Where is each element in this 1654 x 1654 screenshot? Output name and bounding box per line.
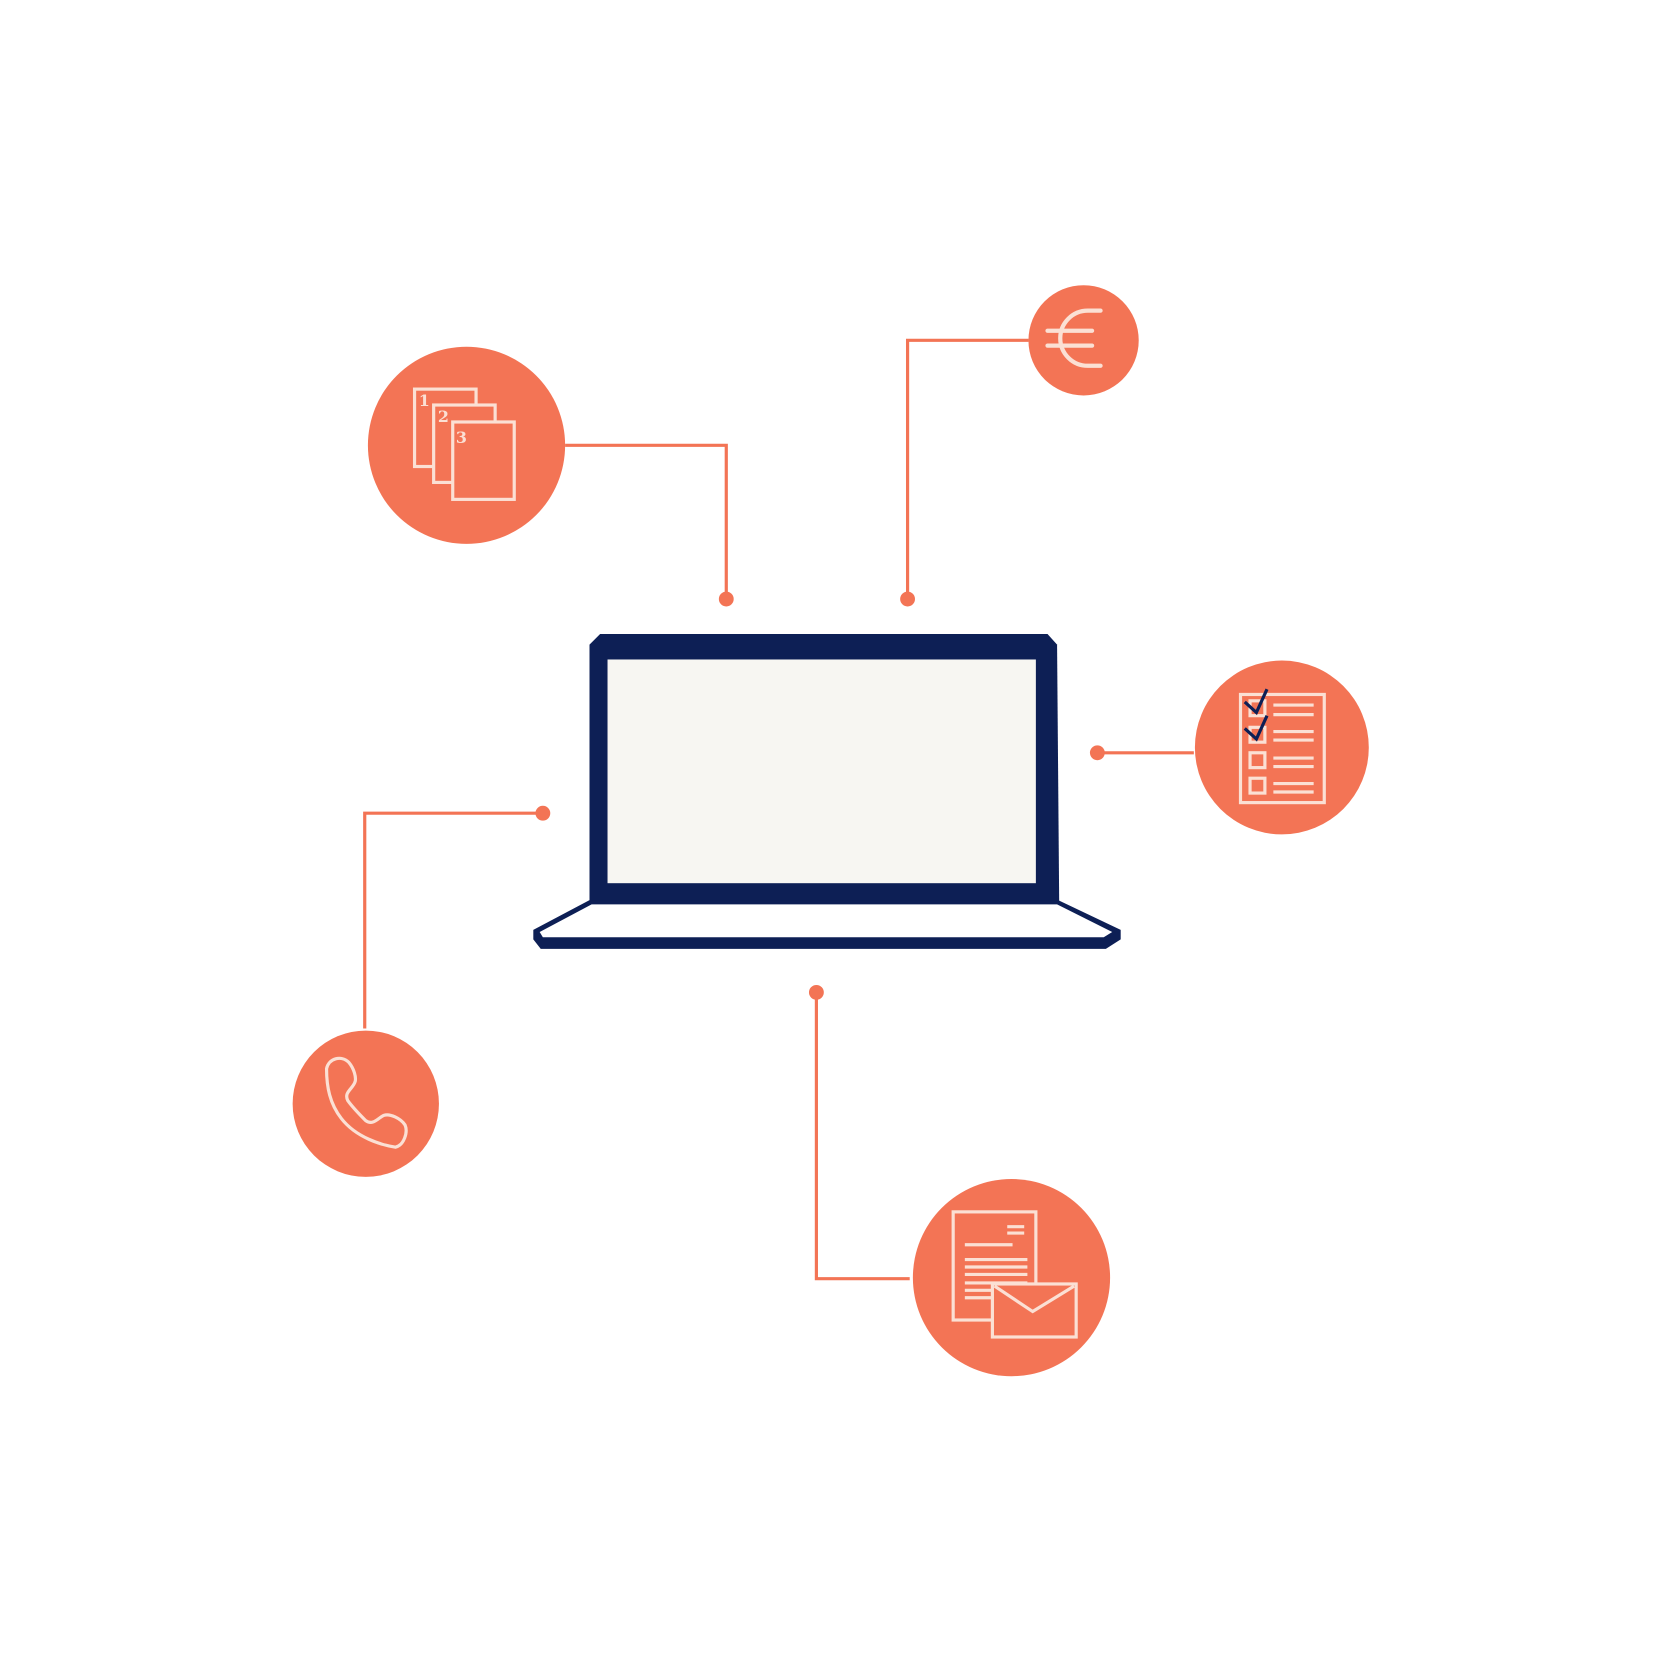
euro-node (1028, 285, 1139, 396)
doc-number: 2 (438, 407, 449, 426)
checklist-node (1194, 660, 1369, 835)
laptop-icon (533, 634, 1121, 949)
check-icon (1243, 688, 1269, 716)
phone-icon (324, 1056, 408, 1149)
numbered-documents-icon (412, 387, 516, 501)
connector-dot (718, 591, 734, 607)
document-mail-node (912, 1179, 1111, 1377)
phone-node (292, 1030, 439, 1177)
connector-dot (808, 984, 824, 1000)
connector-dot (535, 805, 551, 821)
connector-dot (1089, 745, 1105, 761)
check-icon (1243, 715, 1269, 742)
doc-number: 1 (419, 391, 430, 410)
document-mail-icon (951, 1210, 1078, 1339)
connector-documents (565, 443, 728, 600)
euro-icon (1045, 308, 1103, 368)
laptop-screen (607, 659, 1036, 884)
checklist-icon (1238, 692, 1326, 805)
connector-mail (814, 992, 910, 1281)
connector-dot (900, 591, 916, 607)
numbered-documents-node: 1 2 3 (367, 346, 566, 544)
connector-phone (363, 811, 543, 1029)
connector-euro (905, 338, 1029, 600)
doc-number: 3 (456, 428, 467, 447)
